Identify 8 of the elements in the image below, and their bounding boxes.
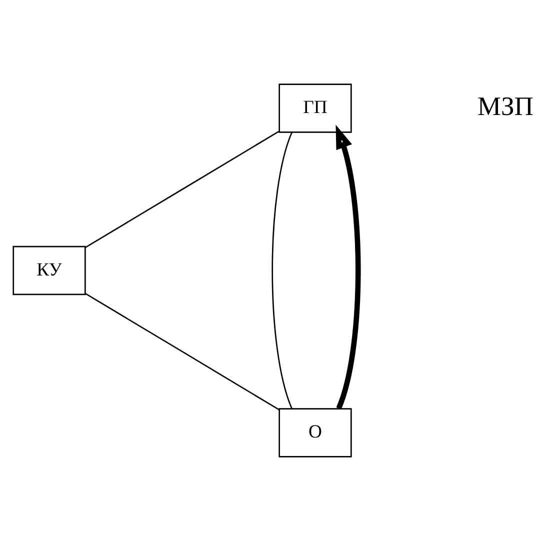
connector — [84, 130, 280, 248]
connector — [85, 293, 280, 410]
arrow — [336, 124, 361, 410]
connector — [272, 132, 293, 409]
label: МЗП — [477, 90, 534, 121]
node-box: КУ — [12, 246, 86, 296]
node-box: О — [278, 408, 352, 458]
node-box: ГП — [278, 84, 352, 133]
